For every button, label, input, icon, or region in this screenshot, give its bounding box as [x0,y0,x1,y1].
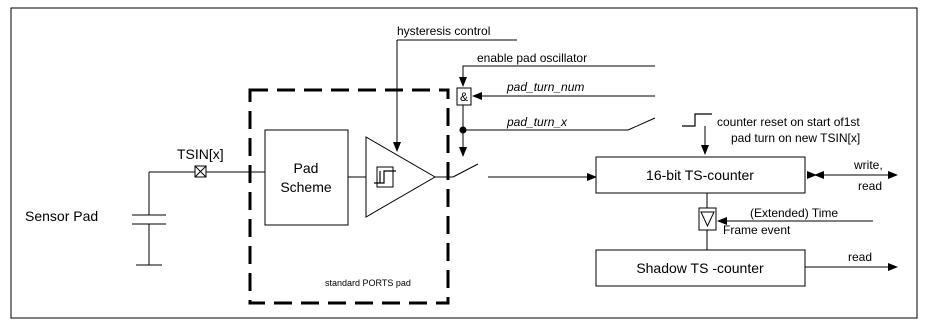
schmitt-trigger-buffer [365,136,436,218]
ts-counter-label: 16-bit TS-counter [646,167,754,183]
enable-pad-oscillator-wire [459,65,655,87]
diagram-frame [10,7,918,319]
write-read-label-line1: write, [853,158,883,172]
standard-ports-pad-boundary [248,88,450,305]
pad-turn-x-label: pad_turn_x [506,115,568,129]
write-read-label-line2: read [858,179,882,193]
pad-scheme-block [264,129,349,226]
shadow-read-label: read [848,250,872,264]
extended-time-label-line1: (Extended) Time [750,206,838,220]
ts-counter-block [595,156,806,194]
sensor-capacitor-symbol [132,172,166,266]
enable-pad-oscillator-label: enable pad oscillator [477,51,587,65]
and-gate-symbol: & [460,90,468,104]
main-switch [452,163,479,178]
sensor-pad-label: Sensor Pad [25,208,98,224]
pad-scheme-label-line2: Scheme [280,179,332,195]
pad-turn-num-label: pad_turn_num [506,80,584,94]
shadow-ts-counter-block [595,249,806,287]
hysteresis-control-wire [397,39,517,151]
extended-time-label-line2: Frame event [723,223,791,237]
counter-reset-label-line1: counter reset on start of1st [717,115,860,129]
hysteresis-control-label: hysteresis control [397,24,490,38]
and-gate [456,87,472,106]
latch-buffer-icon [698,207,717,231]
standard-ports-pad-label: standard PORTS pad [325,278,411,288]
shadow-ts-counter-label: Shadow TS -counter [636,260,764,276]
tsin-label: TSIN[x] [177,146,224,162]
counter-reset-label-line2: pad turn on new TSIN[x] [731,131,860,145]
tsin-pin-icon [194,165,207,178]
pad-turn-x-switch [627,117,656,131]
pad-scheme-label-line1: Pad [294,160,319,176]
counter-reset-pulse-icon [682,113,712,127]
